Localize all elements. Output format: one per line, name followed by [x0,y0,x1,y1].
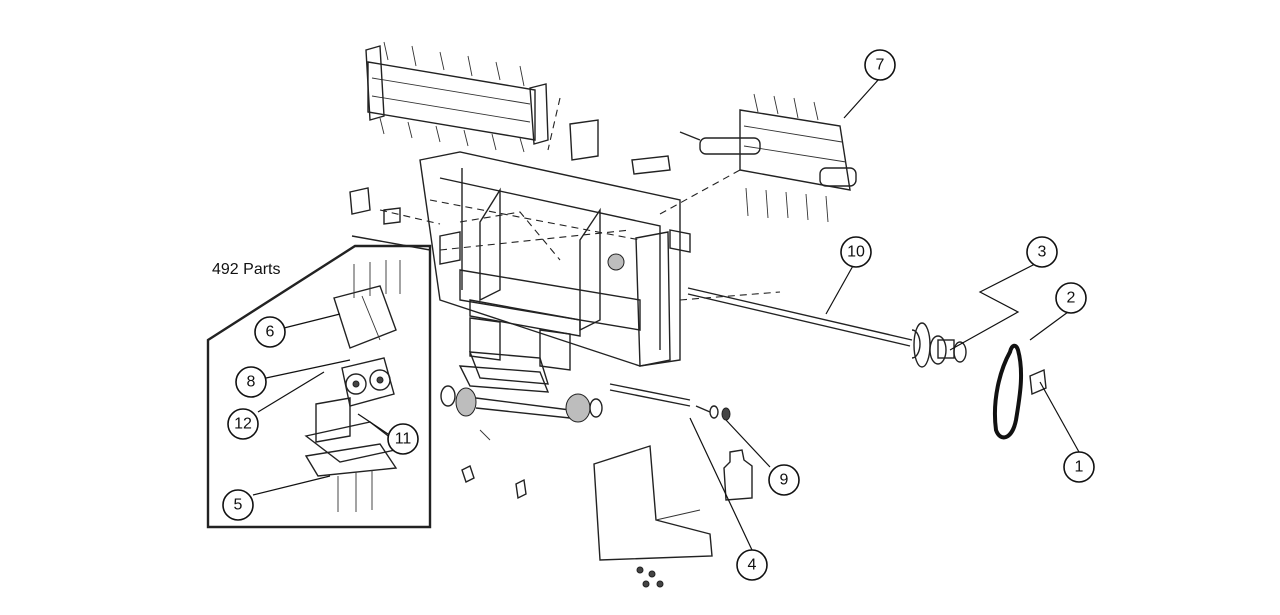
callout-2: 2 [1055,282,1087,314]
callout-label-4: 4 [748,557,757,574]
callout-label-2: 2 [1067,290,1076,307]
side-bracket [349,187,431,251]
callout-label-3: 3 [1038,244,1047,261]
callout-6: 6 [254,316,286,348]
drive-shaft [687,287,921,359]
main-frame [379,151,781,371]
callout-12: 12 [227,408,259,440]
callout-label-12: 12 [234,416,252,433]
callout-label-10: 10 [847,244,865,261]
callout-3: 3 [1026,236,1058,268]
callout-10: 10 [840,236,872,268]
callout-label-5: 5 [234,497,243,514]
callout-11: 11 [387,423,419,455]
pulley-set [913,322,967,368]
callout-label-6: 6 [266,324,275,341]
callout-label-1: 1 [1075,459,1084,476]
belt-bracket [1029,368,1047,396]
drive-belt [992,343,1024,440]
parts-group-outline: 492 Parts [206,244,432,529]
group-bolts [337,260,401,512]
top-rake-assembly [365,41,561,153]
hardware-bits [461,429,664,588]
skid-plate [458,351,550,393]
callout-label-9: 9 [780,472,789,489]
callout-label-11: 11 [395,431,412,448]
roller-assembly [679,93,857,223]
gearbox [341,357,395,407]
shield-cover [593,445,713,561]
callout-9: 9 [768,464,800,496]
callout-4: 4 [736,549,768,581]
callout-1: 1 [1063,451,1095,483]
cover-plate [569,119,671,175]
leader-lines [252,78,1080,551]
pto-driveline [440,383,731,423]
callout-7: 7 [864,49,896,81]
callout-label-8: 8 [247,374,256,391]
callout-label-7: 7 [876,57,885,74]
callout-8: 8 [235,366,267,398]
callout-5: 5 [222,489,254,521]
oil-bottle [723,449,753,501]
gearbox-mount-bracket [333,285,397,349]
parts-group-label: 492 Parts [212,261,280,278]
